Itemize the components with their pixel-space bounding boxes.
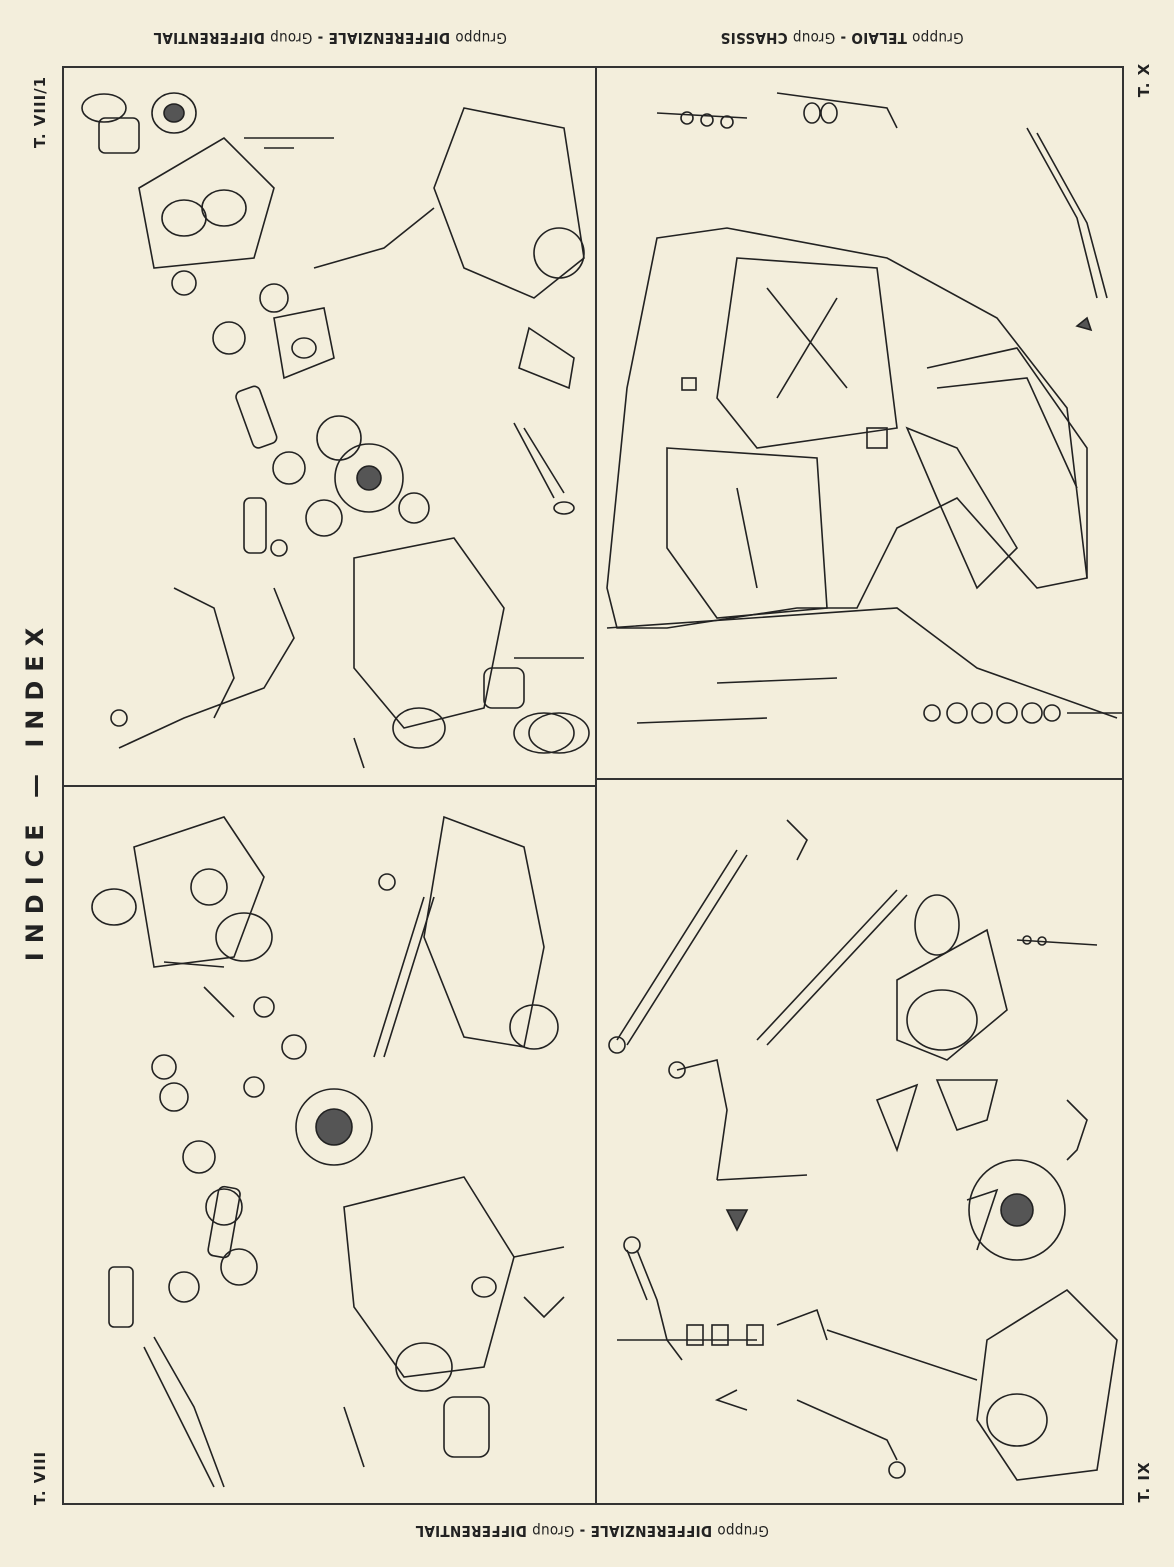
header-it-group: DIFFERENZIALE: [590, 1522, 713, 1540]
exploded-diagram-t-x: [597, 68, 1124, 778]
header-it-label: Gruppo: [911, 29, 964, 47]
table-label-x: T. X: [1135, 62, 1153, 98]
exploded-diagram-t-viii: [64, 787, 595, 1503]
header-separator: -: [579, 1522, 586, 1540]
header-bottom: Gruppo DIFFERENZIALE - Group DIFFERENTIA…: [415, 1522, 769, 1540]
header-separator: -: [317, 29, 324, 47]
divider-vertical: [595, 66, 597, 1505]
header-en-group: CHASSIS: [720, 29, 788, 47]
header-it-label: Gruppo: [717, 1522, 769, 1540]
header-top-right: Gruppo TELAIO - Group CHASSIS: [720, 29, 963, 47]
header-it-label: Gruppo: [455, 29, 507, 47]
header-en-group: DIFFERENTIAL: [153, 29, 265, 47]
table-label-ix: T. IX: [1135, 1461, 1153, 1503]
header-it-group: TELAIO: [851, 29, 907, 47]
header-en-label: Group: [269, 29, 313, 47]
divider-horizontal-right: [596, 778, 1124, 780]
header-en-group: DIFFERENTIAL: [415, 1522, 527, 1540]
index-title: INDICE — INDEX: [21, 618, 49, 962]
exploded-diagram-t-ix: [597, 780, 1124, 1503]
table-label-viii: T. VIII: [31, 1450, 49, 1506]
header-it-group: DIFFERENZIALE: [328, 29, 451, 47]
header-top-left: Gruppo DIFFERENZIALE - Group DIFFERENTIA…: [153, 29, 507, 47]
table-label-viii-1: T. VIII/1: [31, 75, 49, 149]
header-en-label: Group: [531, 1522, 575, 1540]
exploded-diagram-t-viii-1: [64, 68, 595, 785]
header-en-label: Group: [792, 29, 836, 47]
header-separator: -: [840, 29, 847, 47]
divider-horizontal-left: [62, 785, 596, 787]
